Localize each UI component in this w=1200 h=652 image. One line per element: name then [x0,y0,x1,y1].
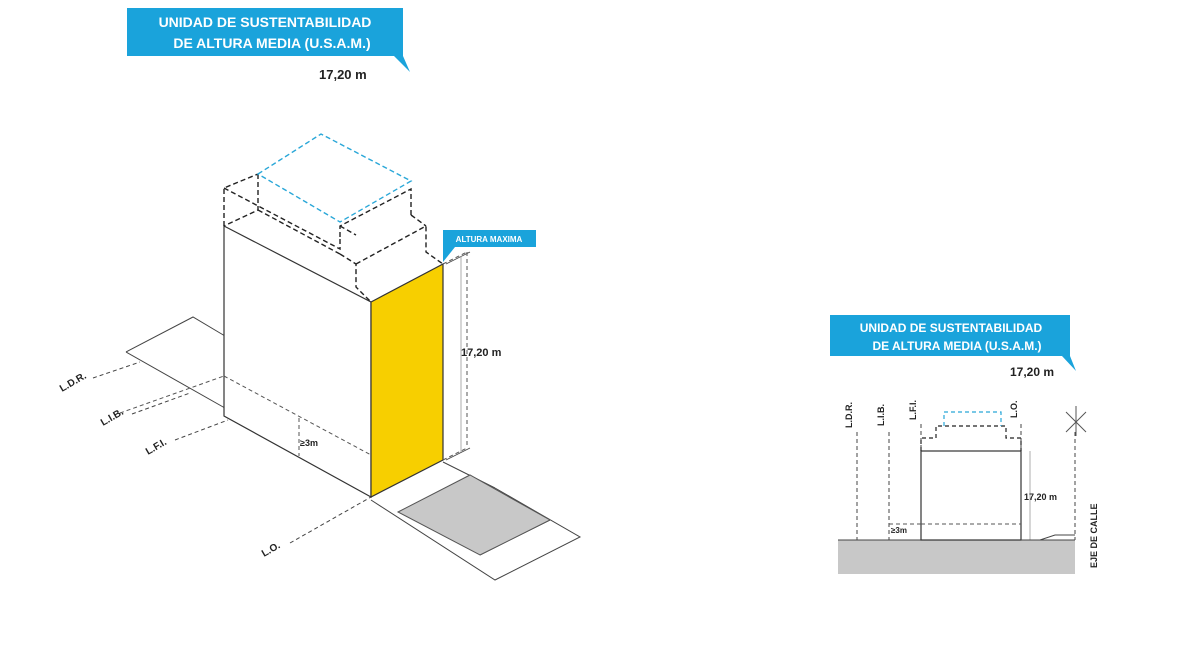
right-street-axis-label: EJE DE CALLE [1089,503,1099,568]
right-curb [1021,534,1075,541]
right-height-side: 17,20 m [1024,492,1057,502]
right-section-diagram: UNIDAD DE SUSTENTABILIDAD DE ALTURA MEDI… [830,315,1099,574]
right-banner-line2: DE ALTURA MEDIA (U.S.A.M.) [872,339,1041,353]
right-building [920,450,1022,541]
left-banner [127,8,410,72]
left-setback: ≥3m [300,438,318,448]
left-building-side [223,225,372,499]
left-tag-pointer [443,247,455,262]
right-banner-line1: UNIDAD DE SUSTENTABILIDAD [860,321,1043,335]
left-label-lfi: L.F.I. [144,437,169,458]
left-banner-line1: UNIDAD DE SUSTENTABILIDAD [159,14,372,30]
right-penthouse [943,411,1002,426]
left-hidden-lines [119,251,468,461]
right-banner [830,315,1076,371]
left-isometric-diagram: UNIDAD DE SUSTENTABILIDAD DE ALTURA MEDI… [58,8,582,581]
right-setback: ≥3m [891,526,907,535]
left-label-lo: L.O. [260,540,283,559]
left-label-lib: L.I.B. [99,407,126,429]
left-building-front-max-height [370,263,444,498]
left-penthouse [256,133,413,223]
left-height-side: 17,20 m [461,347,502,359]
right-ground [838,540,1075,574]
right-label-ldr: L.D.R. [844,402,854,428]
left-line-leaders [92,361,372,544]
right-label-lo: L.O. [1009,401,1019,419]
left-sidewalk [396,474,552,556]
left-height-top: 17,20 m [319,67,367,82]
right-height-top: 17,20 m [1010,365,1054,379]
right-label-lfi: L.F.I. [908,400,918,420]
left-banner-line2: DE ALTURA MEDIA (U.S.A.M.) [173,35,370,51]
street-axis-icon [1065,406,1087,436]
right-label-lib: L.I.B. [876,404,886,426]
left-max-height-tag [443,230,536,247]
left-max-height-tag-text: ALTURA MAXIMA [456,235,523,244]
left-upper-volumes [223,173,444,303]
left-label-ldr: L.D.R. [58,371,89,395]
left-height-dimension [445,251,471,461]
right-upper-volumes [920,425,1022,451]
